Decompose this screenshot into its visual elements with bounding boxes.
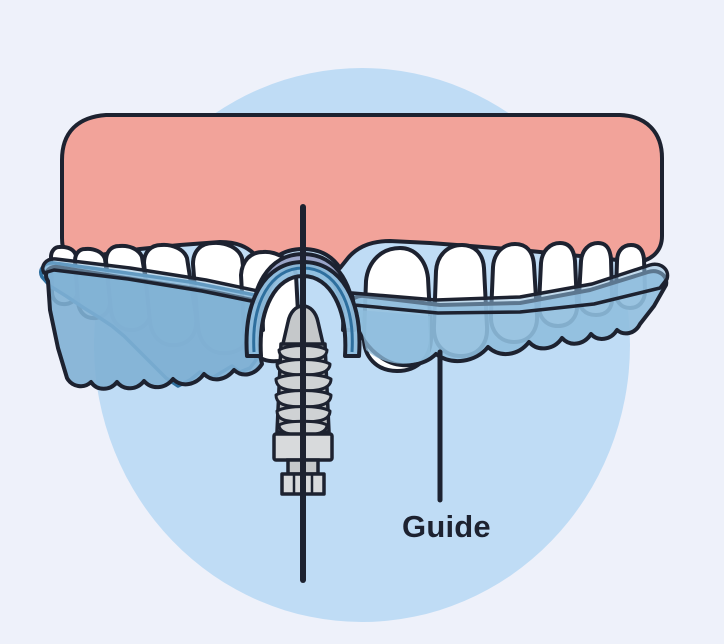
guide-label: Guide xyxy=(402,509,491,544)
surgical-guide-left-lip xyxy=(41,257,260,304)
guide-sleeve-outer xyxy=(244,260,362,358)
surgical-guide-right-lip xyxy=(350,262,670,315)
surgical-guide-right-face xyxy=(358,310,430,364)
